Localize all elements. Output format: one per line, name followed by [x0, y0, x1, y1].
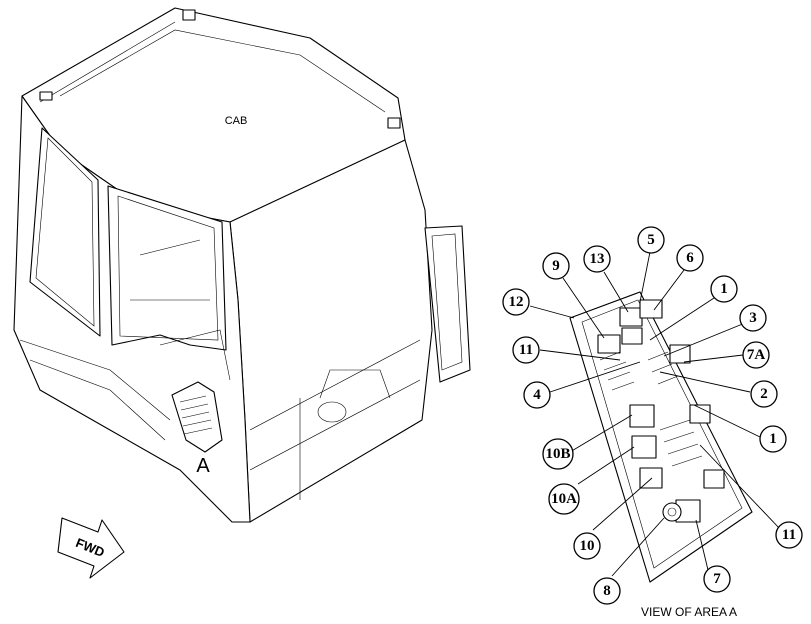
callout-3: 3: [739, 304, 767, 332]
svg-text:6: 6: [686, 250, 694, 266]
svg-text:2: 2: [760, 386, 768, 402]
callout-leaders: [529, 251, 782, 577]
callout-7a: 7A: [742, 341, 770, 369]
svg-text:4: 4: [533, 387, 541, 403]
callout-6: 6: [676, 244, 704, 272]
callout-5: 5: [637, 226, 665, 254]
svg-text:12: 12: [509, 294, 524, 310]
callout-12: 12: [502, 288, 530, 316]
callout-13: 13: [583, 245, 611, 273]
callout-10a: 10A: [548, 483, 580, 515]
callout-8: 8: [593, 577, 621, 605]
callout-7: 7: [703, 565, 731, 593]
callout-11-left: 11: [512, 336, 540, 364]
svg-text:8: 8: [603, 583, 611, 599]
callout-10: 10: [573, 532, 601, 560]
fuse-panel-detail: [569, 291, 753, 583]
svg-text:7: 7: [713, 571, 721, 587]
svg-text:11: 11: [782, 527, 796, 543]
cab-illustration: [13, 7, 471, 523]
svg-text:1: 1: [769, 431, 777, 447]
svg-text:10B: 10B: [545, 446, 570, 462]
forward-arrow-icon: [57, 517, 125, 579]
callout-1-right: 1: [759, 425, 787, 453]
svg-text:9: 9: [552, 258, 560, 274]
area-a-marker: A: [196, 455, 210, 477]
svg-text:3: 3: [749, 310, 757, 326]
svg-text:11: 11: [519, 342, 533, 358]
svg-text:5: 5: [647, 232, 655, 248]
callout-10b: 10B: [542, 438, 574, 470]
callout-2: 2: [750, 380, 778, 408]
svg-text:13: 13: [590, 251, 605, 267]
view-caption: VIEW OF AREA A: [641, 605, 737, 619]
svg-text:10A: 10A: [551, 491, 577, 507]
svg-text:7A: 7A: [747, 347, 766, 363]
callout-4: 4: [523, 381, 551, 409]
svg-text:1: 1: [720, 281, 728, 297]
callout-1-top: 1: [710, 275, 738, 303]
cab-label: CAB: [225, 115, 248, 127]
svg-text:10: 10: [580, 538, 595, 554]
callout-11-right: 11: [775, 521, 803, 549]
callout-9: 9: [542, 252, 570, 280]
